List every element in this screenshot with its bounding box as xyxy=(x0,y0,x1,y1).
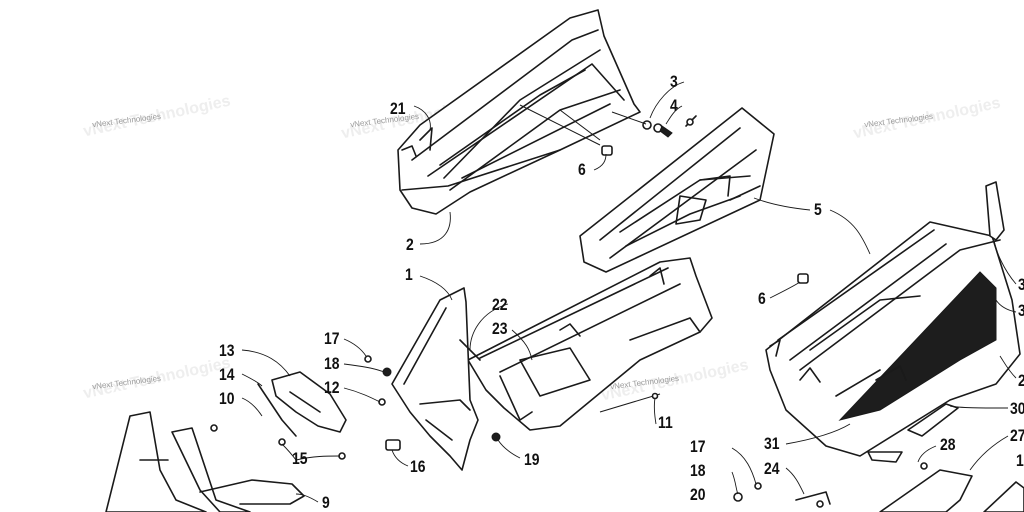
callout-23: 23 xyxy=(492,319,508,338)
callout-6: 6 xyxy=(578,160,586,179)
callout-3-edge: 3 xyxy=(1018,302,1024,319)
callout-12: 12 xyxy=(324,378,340,397)
callout-3-edge: 3 xyxy=(1018,276,1024,293)
callout-15: 15 xyxy=(292,449,308,468)
callout-11: 11 xyxy=(658,413,673,432)
callout-31: 31 xyxy=(764,434,780,453)
callout-1-edge: 1 xyxy=(1016,451,1024,470)
callout-30: 30 xyxy=(1010,399,1024,418)
callout-24: 24 xyxy=(764,459,780,478)
callout-28: 28 xyxy=(940,435,956,454)
nose-piece-part xyxy=(105,411,305,512)
fastener-cluster xyxy=(601,111,697,156)
callout-2: 2 xyxy=(406,235,414,254)
deflector-part xyxy=(257,371,347,460)
callout-20: 20 xyxy=(690,485,706,504)
callout-9: 9 xyxy=(322,493,330,512)
right-hood-assembly xyxy=(765,181,1021,457)
windshield-panel-part xyxy=(579,107,775,273)
callout-14: 14 xyxy=(219,365,235,384)
callout-17: 17 xyxy=(690,437,706,456)
belly-pan-part xyxy=(467,257,713,431)
callout-17: 17 xyxy=(324,329,340,348)
callout-18: 18 xyxy=(324,354,340,373)
leader-lines xyxy=(241,81,1017,503)
callout-21: 21 xyxy=(390,99,406,118)
callout-16: 16 xyxy=(410,457,426,476)
callout-13: 13 xyxy=(219,341,235,360)
callout-18: 18 xyxy=(690,461,706,480)
callout-6: 6 xyxy=(758,289,766,308)
callout-19: 19 xyxy=(524,450,540,469)
callout-3: 3 xyxy=(670,72,678,91)
hood-shell-part xyxy=(397,9,641,215)
callout-5: 5 xyxy=(814,200,822,219)
small-hardware xyxy=(364,355,659,451)
callout-10: 10 xyxy=(219,389,235,408)
callout-27: 27 xyxy=(1010,426,1024,445)
bracket-parts xyxy=(733,403,1024,512)
callout-2-edge: 2 xyxy=(1018,372,1024,389)
callout-4: 4 xyxy=(670,96,678,115)
callout-22: 22 xyxy=(492,295,508,314)
side-panel-part xyxy=(391,287,481,471)
callout-1: 1 xyxy=(405,265,413,284)
